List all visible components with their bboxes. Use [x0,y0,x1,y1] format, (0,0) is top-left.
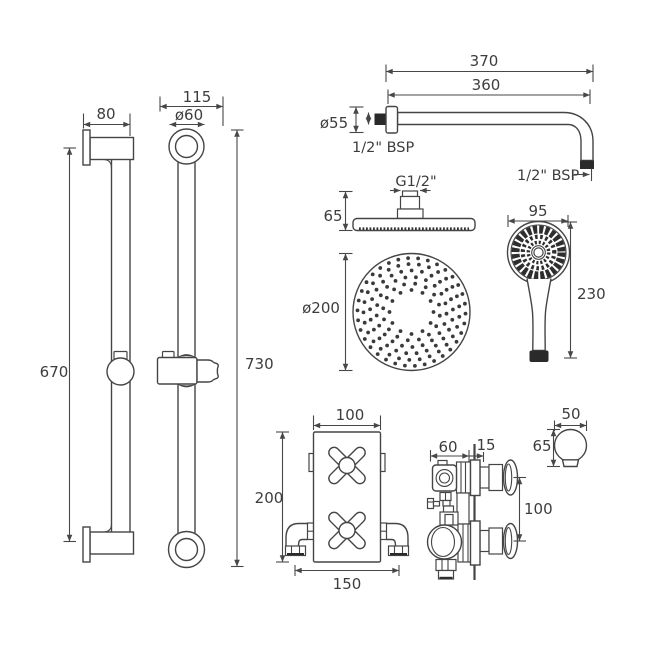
dim-handset-height: 230 [577,285,606,303]
top-bracket-arm [89,136,135,161]
dim-valve-depth: 60 [438,438,457,456]
nozzle-ring-outer [511,225,566,280]
wall-thread-end [374,113,387,125]
dim-rail-height-side: 670 [40,363,69,381]
thread-connector-collar [396,208,424,220]
top-fillet [102,158,113,169]
rail-tube-side [110,149,131,541]
valve-left-elbow [284,522,316,557]
bottom-bracket-arm [89,531,135,555]
dim-head-side-height: 65 [323,207,342,225]
dim-arm-projection: 360 [472,76,501,94]
handset-view: 95 230 [506,202,606,362]
valve-plate [312,431,382,563]
shower-arm-view: 370 360 ø55 1/2" BSP 1/2" BSP [320,52,594,184]
valve-front-view: 100 200 150 [255,406,410,593]
label-outlet-thread: 1/2" BSP [517,168,580,184]
valve-side-view: 60 15 100 [426,436,553,580]
handle-fill [527,279,551,351]
nozzle-ring-inner [526,240,551,265]
bottom-wall-plate [82,526,91,563]
overhead-shower-face-view: ø200 [302,252,471,372]
thread-connector-body [399,195,421,210]
dim-rail-bracket-width: 115 [183,88,212,106]
arm-wall-flange [385,105,399,134]
dim-ring-diameter: ø60 [175,106,203,124]
thermostat-cartridge-side [431,459,519,497]
slide-rail-side-view: 80 670 [40,105,135,563]
dim-rail-bracket-depth: 80 [96,105,115,123]
dim-valve-plate-depth: 15 [476,436,495,454]
diverter-body-side [426,511,519,580]
label-head-thread: G1/2" [395,174,436,190]
arm-tube [396,111,594,162]
temperature-cross-handle [328,446,366,485]
flow-cross-handle [328,511,366,550]
overhead-shower-side-view: G1/2" 65 [323,174,476,232]
top-wall-plate [82,129,91,166]
outlet-thread-end [580,160,594,169]
dim-arm-overall: 370 [470,52,499,70]
slide-rail-front-view: 115 ø60 730 [156,88,274,569]
handset-centre-cap [533,247,544,258]
top-ring-inner [174,134,199,159]
wall-outlet-view: 50 65 [532,405,588,468]
bottom-fillet [102,523,113,533]
handle-inlet-cap [529,350,549,362]
dim-outlet-width: 50 [561,405,580,423]
outlet-face [553,428,588,463]
dim-head-diameter: ø200 [302,299,340,317]
slider-top-crescent [177,354,196,358]
nozzle-ring-middle [520,234,557,271]
bottom-ring-inner [174,537,199,562]
slider-body [156,356,198,385]
label-wall-thread: 1/2" BSP [352,140,415,156]
rail-tube-front [177,145,196,551]
valve-body-link [426,491,470,525]
slider-bottom-crescent [177,384,196,388]
spray-nozzle-dots [355,256,468,368]
dim-handle-centres: 100 [524,500,553,518]
dim-outlet-height: 65 [532,437,551,455]
dim-valve-plate-height: 200 [255,489,284,507]
thread-connector-top [401,190,419,198]
valve-right-elbow [378,522,410,557]
dim-valve-overall-width: 150 [333,575,362,593]
slider-knob [106,357,135,386]
handset-centre-ring [531,245,546,260]
dim-valve-plate-width: 100 [336,406,365,424]
outlet-spout [561,459,580,468]
dim-arm-flange: ø55 [320,114,348,132]
dim-rail-height-front: 730 [245,355,274,373]
handset-cradle [196,359,219,383]
dim-handset-width: 95 [528,202,547,220]
